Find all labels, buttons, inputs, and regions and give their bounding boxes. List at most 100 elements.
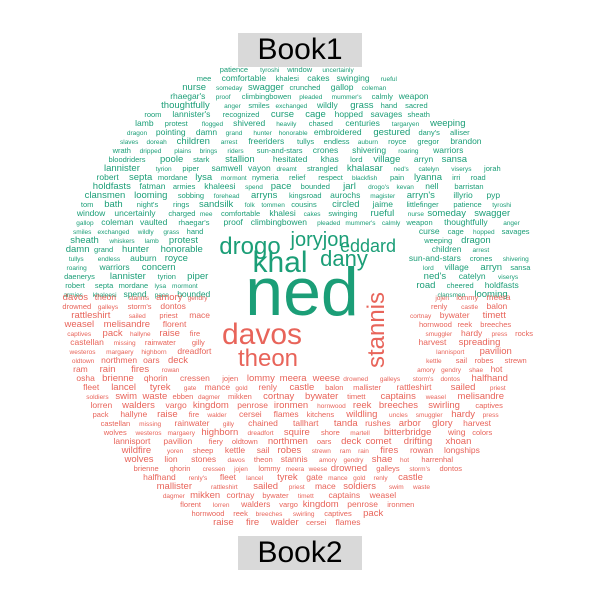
word-book1: lannister's xyxy=(172,109,210,119)
word-book2: kettle xyxy=(426,358,442,365)
word-book1: holdfasts xyxy=(93,181,131,192)
word-book1: shivering xyxy=(352,145,386,155)
word-book1: robert xyxy=(65,281,86,290)
word-book2: cersei xyxy=(306,518,326,527)
word-book1: forehead xyxy=(214,193,240,200)
word-book2: walders xyxy=(121,400,155,411)
word-book2: rattleshirt xyxy=(211,484,238,491)
word-book2: northmen xyxy=(101,355,137,365)
word-book2: cortnay xyxy=(410,313,432,320)
word-book2: cressen xyxy=(180,373,210,383)
word-book2: amory xyxy=(319,457,338,464)
word-book1: gregor xyxy=(417,137,439,146)
word-book1: charged xyxy=(168,209,195,218)
word-book1: khaleesi xyxy=(204,181,235,191)
word-book1: drogo's xyxy=(368,184,390,191)
word-book2: wolves xyxy=(103,428,127,437)
word-book1: tullys xyxy=(69,256,85,263)
word-book1: eddard xyxy=(340,236,396,256)
word-book2: rainwater xyxy=(175,418,210,428)
word-book1: wildly xyxy=(137,229,155,236)
word-book2: lommy xyxy=(456,293,478,302)
word-book1: weeping xyxy=(429,118,465,129)
word-book2: sailed xyxy=(129,313,146,320)
word-book2: shore xyxy=(321,428,340,437)
word-book1: jaime xyxy=(372,199,394,209)
word-book1: gestured xyxy=(373,127,410,138)
word-book1: bath xyxy=(104,199,123,210)
word-book2: reek xyxy=(353,400,372,411)
word-book1: damn xyxy=(66,244,90,255)
word-book2: tallhart xyxy=(293,418,319,428)
word-book1: lannister xyxy=(110,271,146,282)
word-book2: rain xyxy=(100,364,116,375)
word-book2: balon xyxy=(325,383,343,392)
word-book2: storm's xyxy=(128,302,152,311)
word-book1: samwell xyxy=(212,163,243,173)
word-book2: priest xyxy=(289,484,305,491)
word-book2: castle xyxy=(290,382,315,393)
word-book1: slaves xyxy=(120,139,139,146)
word-book2: timett xyxy=(483,310,507,321)
word-book2: oars xyxy=(317,437,332,446)
word-book2: gendry xyxy=(188,295,209,302)
word-book1: tullys xyxy=(297,137,314,146)
word-book1: hesitated xyxy=(273,154,308,164)
word-book2: spreading xyxy=(459,337,501,348)
group-label-book1: Book1 xyxy=(238,33,362,67)
word-book2: weasel xyxy=(425,394,447,401)
word-book2: bywater xyxy=(262,491,289,500)
word-book2: galleys xyxy=(98,304,119,311)
word-book1: tyrion xyxy=(158,272,176,281)
word-book2: ram xyxy=(340,448,351,455)
word-book2: sailed xyxy=(451,382,476,393)
word-book1: village xyxy=(373,154,400,165)
word-book2: kingdom xyxy=(193,400,229,411)
word-book1: roaring xyxy=(398,148,419,155)
word-book2: highborn xyxy=(141,349,167,356)
word-book2: vargo xyxy=(165,400,187,410)
word-book1: roaring xyxy=(67,265,88,272)
word-book2: margaery xyxy=(106,349,134,356)
word-book1: uncertainly xyxy=(114,208,156,218)
word-book2: mikken xyxy=(228,392,252,401)
word-book1: hopped xyxy=(473,229,495,236)
word-book2: pavilion xyxy=(480,346,512,357)
word-book2: castellan xyxy=(70,337,104,347)
word-book1: joryjon xyxy=(290,229,350,251)
word-book2: florent xyxy=(163,319,187,329)
word-book1: gallop xyxy=(76,220,94,227)
word-book1: armies xyxy=(173,182,196,191)
word-book1: cage xyxy=(448,227,464,236)
word-book2: stones xyxy=(191,454,216,464)
word-book1: pain xyxy=(390,173,404,182)
word-book1: warriors xyxy=(98,262,129,272)
word-book2: deck xyxy=(341,436,361,447)
word-book2: gold xyxy=(235,385,248,392)
word-book2: fire xyxy=(246,517,259,528)
word-book1: arryn xyxy=(414,154,434,164)
word-book2: fires xyxy=(131,364,149,375)
word-book2: walder xyxy=(206,412,227,419)
word-book1: honorable xyxy=(161,244,203,255)
word-book2: mace xyxy=(189,310,210,320)
word-book2: tyrek xyxy=(277,472,298,483)
word-book2: halfhand xyxy=(472,373,508,384)
word-book1: khaleesi xyxy=(93,292,117,299)
word-book1: lamb xyxy=(135,118,154,128)
word-book2: smuggler xyxy=(416,412,444,419)
word-book2: mance xyxy=(205,382,231,392)
word-book1: hopped xyxy=(335,109,364,119)
word-book1: rueful xyxy=(381,76,398,83)
word-book2: harvest xyxy=(419,337,448,347)
word-book2: weasel xyxy=(64,319,95,330)
word-book1: nell xyxy=(425,181,438,191)
word-book1: arryns xyxy=(251,190,278,201)
word-book1: khas xyxy=(321,154,339,164)
word-book1: window xyxy=(76,208,106,218)
word-book2: westeros xyxy=(69,349,97,356)
word-book2: lorren xyxy=(213,502,230,509)
word-book2: fire xyxy=(189,410,199,419)
word-book2: wildling xyxy=(345,409,377,420)
word-book2: shae xyxy=(372,454,393,465)
